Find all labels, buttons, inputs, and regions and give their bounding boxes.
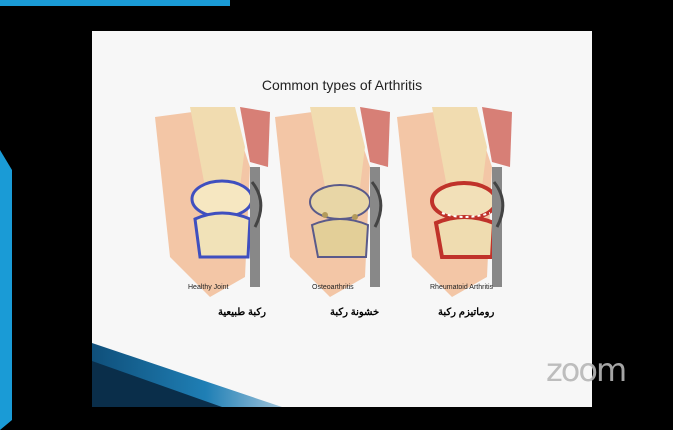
caption-osteo-ar: خشونة ركبة	[330, 307, 379, 318]
caption-osteo-en: Osteoarthritis	[312, 284, 354, 291]
caption-rheumatoid-ar: روماتيزم ركبة	[438, 307, 494, 318]
top-accent-bar	[0, 0, 230, 6]
caption-rheumatoid-en: Rheumatoid Arthritis	[430, 284, 493, 291]
osteoarthritis-illustration	[270, 107, 392, 297]
caption-healthy-ar: ركبة طبيعية	[218, 307, 266, 318]
healthy-joint-illustration	[150, 107, 272, 297]
shared-slide: Common types of Arthritis Healthy Joint …	[92, 31, 592, 407]
zoom-watermark-logo: zoom	[546, 351, 625, 389]
left-accent-stripe	[0, 0, 12, 430]
caption-healthy-en: Healthy Joint	[188, 284, 228, 291]
rheumatoid-arthritis-illustration	[392, 107, 514, 297]
slide-title: Common types of Arthritis	[92, 77, 592, 93]
